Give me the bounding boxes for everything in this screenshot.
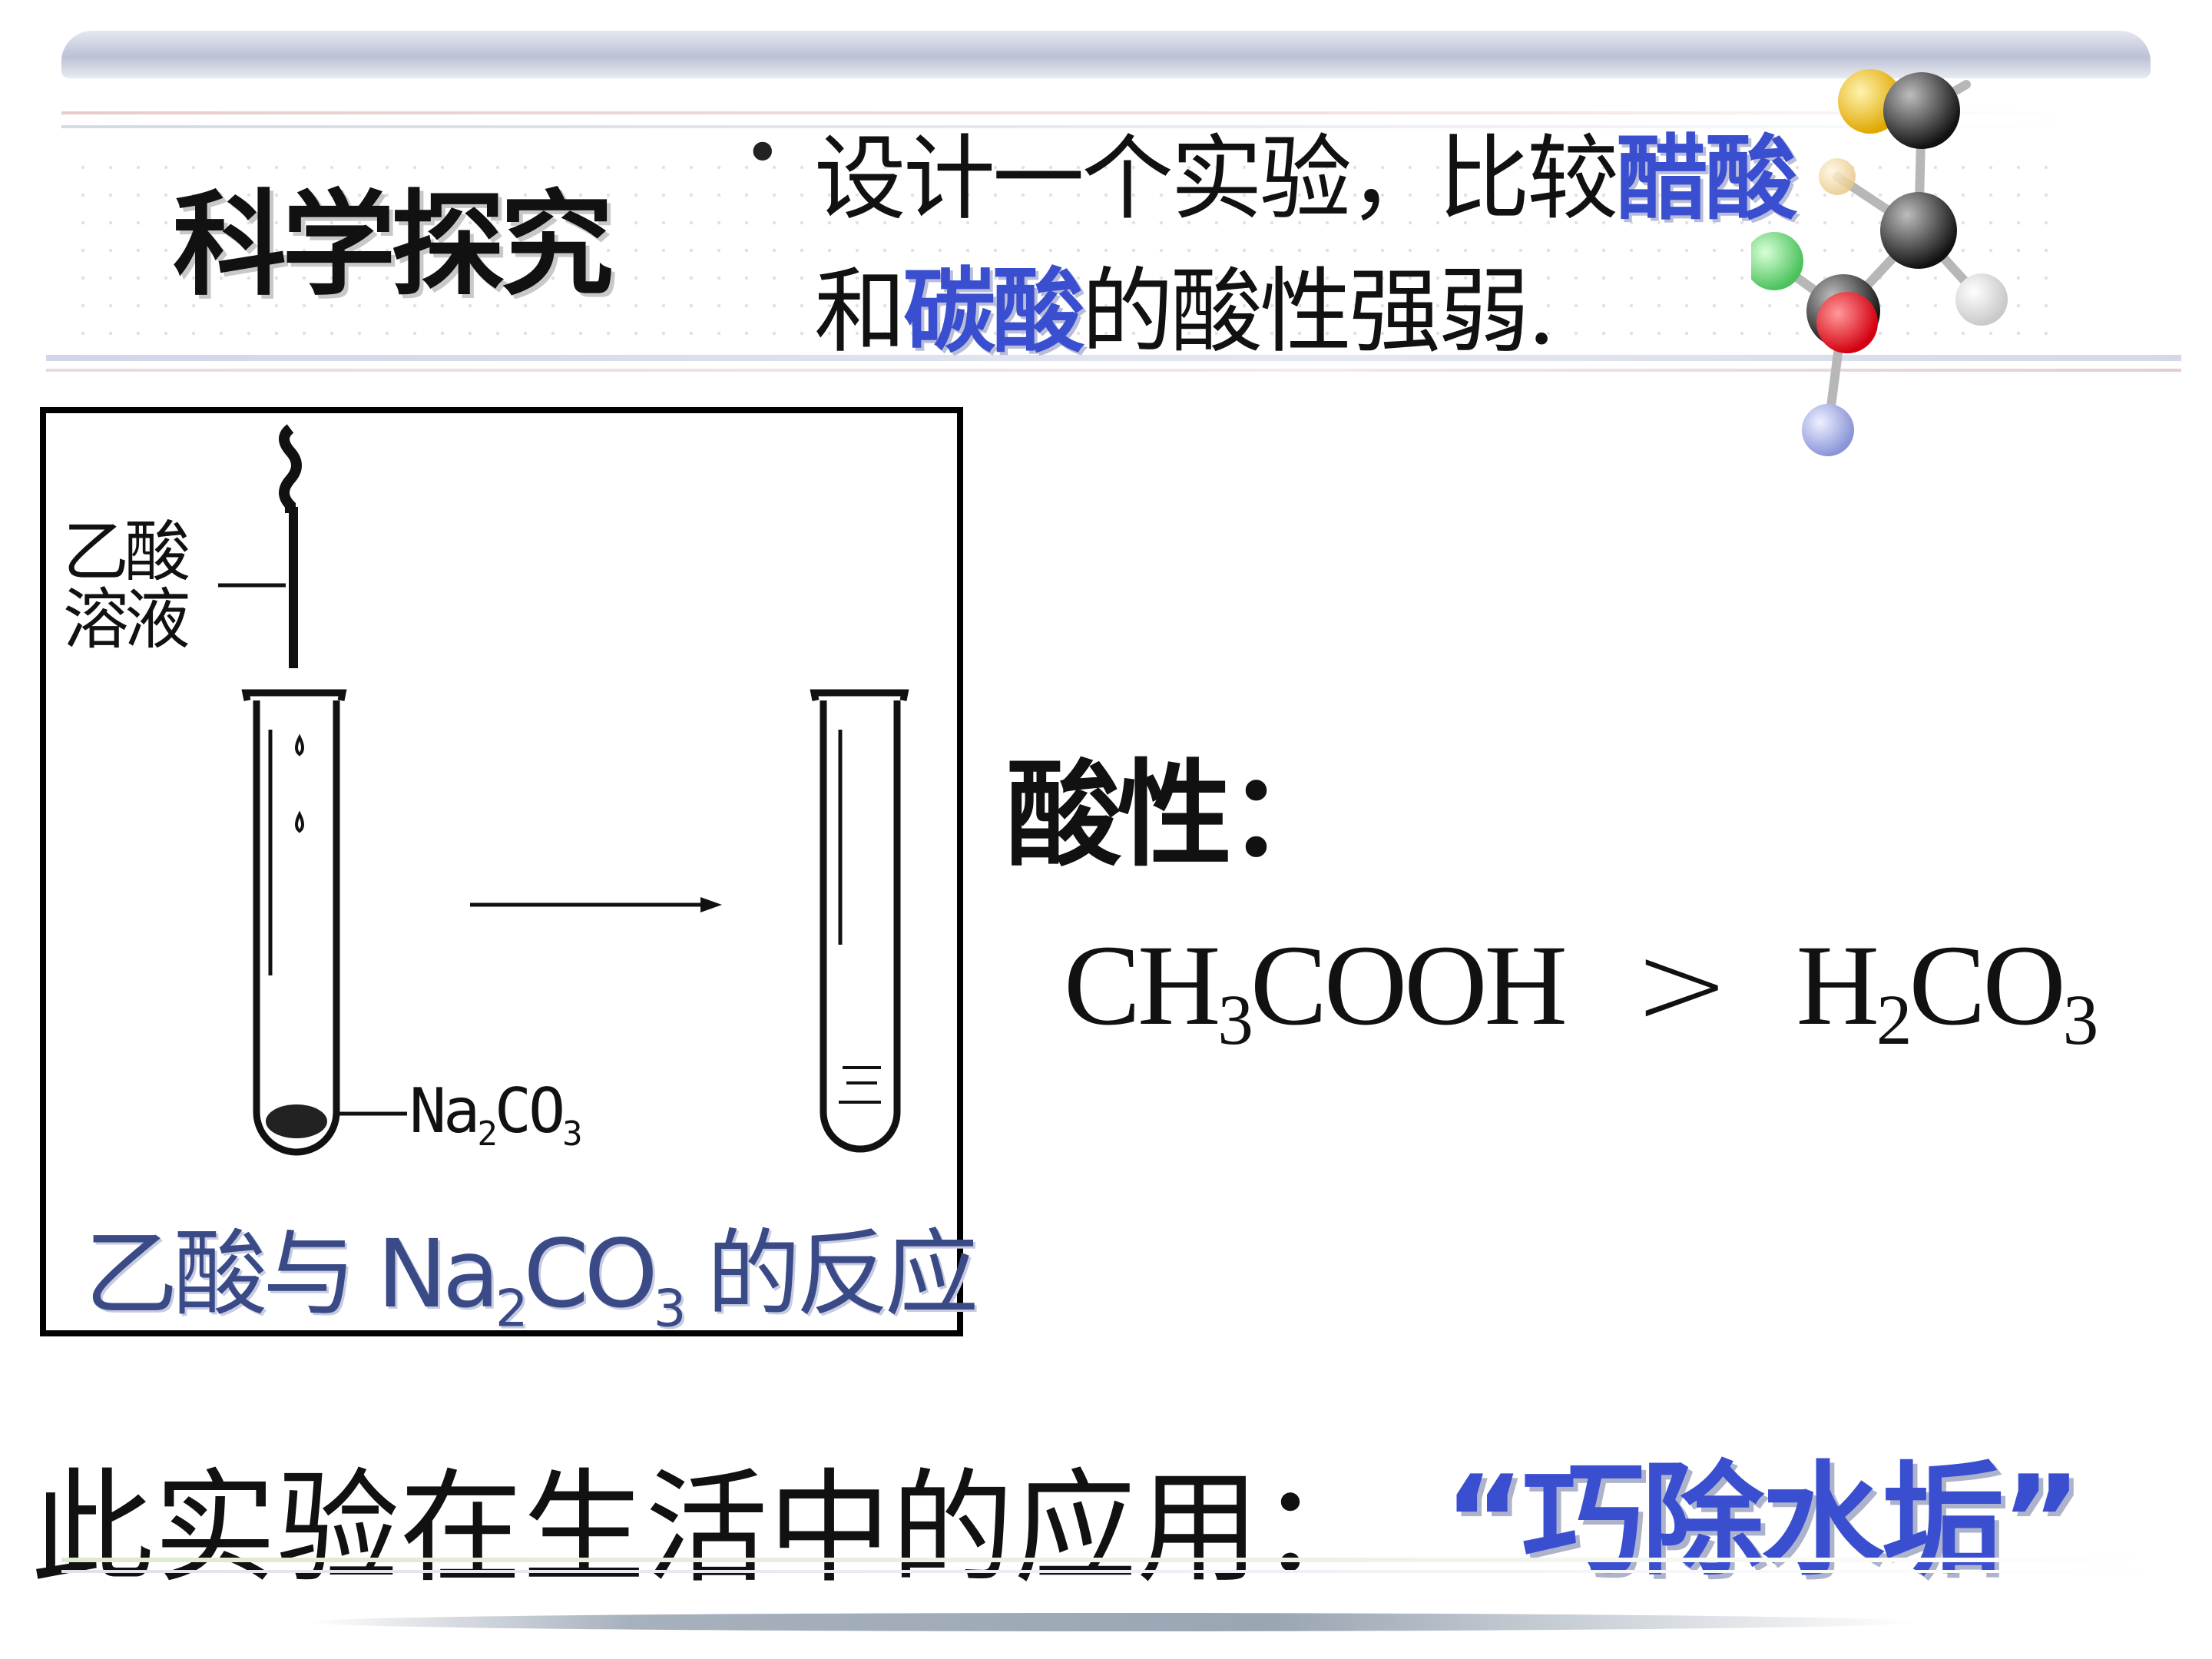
application-answer: “巧除水垢” — [1444, 1449, 2081, 1592]
tube-label-sub: 3 — [562, 1114, 582, 1154]
caption-text: CO — [523, 1220, 658, 1329]
question-line-1: 设计一个实验，比较醋酸 — [814, 104, 1797, 237]
bullet: • — [743, 115, 782, 190]
tube-label-sub: 2 — [477, 1114, 497, 1154]
application-text: 此实验在生活中的应用： — [31, 1456, 1383, 1600]
tube-label: Na2CO3 — [409, 1075, 583, 1154]
molecule-icon — [1751, 69, 2008, 456]
header-stripe — [61, 125, 2074, 128]
formula-text: CO — [1909, 922, 2065, 1049]
highlight-carbonic-acid: 碳酸 — [903, 259, 1084, 366]
acidity-comparison: CH3COOH>H2CO3 — [1064, 918, 2098, 1061]
dropper-label-line: 乙酸 — [63, 514, 190, 591]
acidity-label: 酸性： — [1006, 747, 1343, 882]
question-text: 设计一个实验，比较 — [814, 126, 1619, 233]
caption-text: 乙酸与 Na — [84, 1220, 500, 1329]
footer-stripe — [61, 1570, 2166, 1573]
footer-stripe — [61, 1558, 2166, 1562]
experiment-drawing — [218, 424, 909, 1156]
question-line-2: 和碳酸的酸性强弱. — [814, 237, 1556, 370]
header-stripe — [46, 355, 2181, 361]
question-text: 和 — [814, 259, 906, 366]
formula-sub: 2 — [1876, 981, 1912, 1061]
caption-text: 的反应 — [681, 1220, 979, 1329]
dot-pattern — [69, 154, 2066, 338]
header-stripe — [46, 369, 2181, 372]
figure-caption: 乙酸与 Na2CO3 的反应 — [84, 1198, 979, 1339]
formula-sub: 3 — [2062, 981, 2098, 1061]
experiment-figure — [40, 407, 963, 1336]
header-bar — [61, 31, 2151, 78]
formula-sub: 3 — [1217, 981, 1253, 1061]
formula-text: COOH — [1250, 922, 1568, 1049]
page-title: 科学探究 — [173, 179, 614, 311]
formula-text: H — [1796, 922, 1879, 1049]
dropper-label: 乙酸 溶液 — [63, 514, 190, 658]
dropper-label-line: 溶液 — [63, 581, 190, 658]
tube-label-text: CO — [494, 1075, 565, 1147]
caption-sub: 2 — [495, 1278, 528, 1339]
header-stripe — [61, 111, 2074, 114]
caption-sub: 3 — [653, 1278, 687, 1339]
tube-label-text: Na — [409, 1075, 480, 1147]
formula-text: CH — [1064, 922, 1220, 1049]
comparator: > — [1633, 918, 1730, 1051]
footer-bar — [307, 1613, 1920, 1631]
highlight-acetic-acid: 醋酸 — [1616, 126, 1797, 233]
question-text: 的酸性强弱. — [1081, 259, 1556, 366]
